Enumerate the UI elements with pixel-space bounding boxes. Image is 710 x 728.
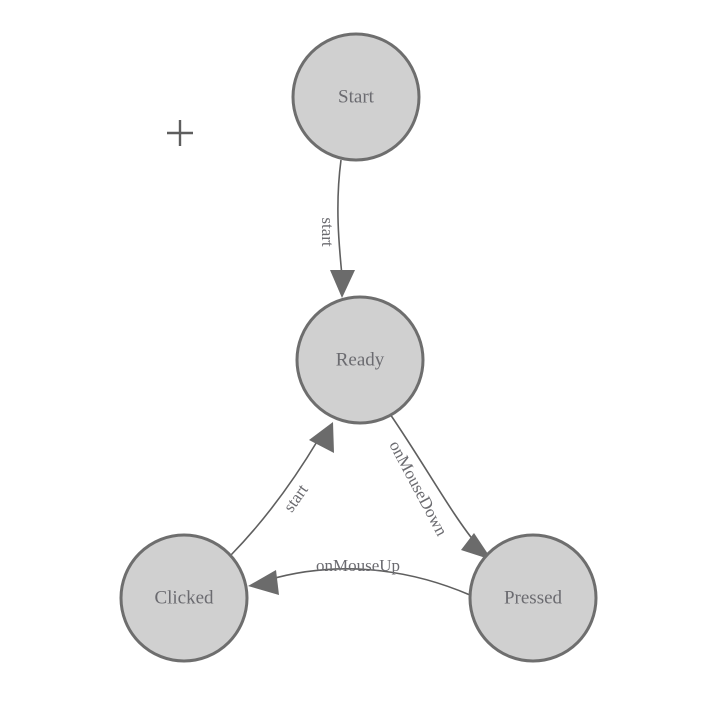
edge-ready-to-pressed-path — [389, 413, 479, 547]
edge-clicked-to-ready-path — [230, 439, 319, 556]
node-pressed[interactable]: Pressed — [468, 533, 598, 663]
edge-pressed-to-clicked-path — [267, 568, 471, 596]
node-start-label: Start — [338, 86, 375, 107]
edge-pressed-to-clicked-label: onMouseUp — [316, 556, 400, 575]
edge-start-to-ready-path — [337, 159, 343, 277]
node-clicked-circle — [119, 533, 249, 663]
crosshair-icon — [167, 120, 193, 146]
node-start[interactable]: Start — [291, 32, 421, 162]
edge-ready-to-pressed-arrowhead — [461, 533, 492, 560]
node-clicked[interactable]: Clicked — [119, 533, 249, 663]
edge-pressed-to-clicked-arrowhead — [248, 570, 279, 595]
node-clicked-label: Clicked — [154, 587, 214, 608]
edge-clicked-to-ready-arrowhead — [309, 422, 334, 453]
edge-start-to-ready-label: start — [318, 217, 337, 247]
edge-start-to-ready[interactable]: start — [318, 159, 355, 298]
node-start-circle — [291, 32, 421, 162]
edge-pressed-to-clicked[interactable]: onMouseUp — [248, 556, 471, 596]
node-pressed-label: Pressed — [504, 587, 563, 608]
edge-clicked-to-ready-label: start — [280, 480, 313, 515]
node-pressed-circle — [468, 533, 598, 663]
edge-ready-to-pressed-label: onMouseDown — [385, 438, 451, 540]
node-ready-label: Ready — [336, 349, 385, 370]
edge-ready-to-pressed[interactable]: onMouseDown — [385, 413, 492, 560]
edge-start-to-ready-arrowhead — [330, 270, 355, 298]
edge-clicked-to-ready[interactable]: start — [230, 422, 334, 556]
node-ready-circle — [295, 295, 425, 425]
node-ready[interactable]: Ready — [295, 295, 425, 425]
